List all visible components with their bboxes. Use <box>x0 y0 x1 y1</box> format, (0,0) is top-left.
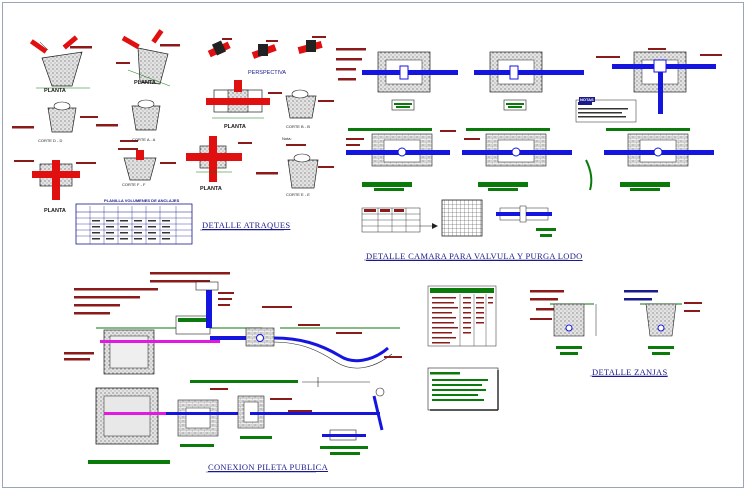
label-planta-3: PLANTA <box>224 124 246 130</box>
camara-planta-3 <box>596 48 722 114</box>
drawing-frame <box>2 2 744 488</box>
atraque-planta-cruz <box>186 136 252 182</box>
label-corte-bb: CORTE B - B <box>286 124 310 129</box>
atraque-planta-2 <box>116 29 180 87</box>
camara-group <box>336 48 722 261</box>
atraque-planta-tee <box>14 160 96 200</box>
camara-notas <box>575 99 637 123</box>
zanjas-group <box>530 290 702 377</box>
label-planta-2: PLANTA <box>134 80 156 86</box>
atraque-planta-1 <box>29 35 92 89</box>
planilla-anclajes-table <box>75 203 193 245</box>
label-notas: NOTAS <box>579 97 595 102</box>
cuadro-materiales <box>427 285 497 347</box>
label-corte-ee: CORTE E - E <box>286 192 310 197</box>
label-nota: Nota: <box>282 136 292 141</box>
label-planta-4: PLANTA <box>44 208 66 214</box>
label-perspectiva: PERSPECTIVA <box>248 70 287 76</box>
label-planilla: PLANILLA VOLUMENES DE ANCLAJES <box>104 198 180 203</box>
title-detalle-atraques: DETALLE ATRAQUES <box>202 220 291 230</box>
label-corte-ff: CORTE F - F <box>122 182 146 187</box>
label-corte-aa: CORTE A - A <box>132 137 156 142</box>
title-conexion-pileta: CONEXION PILETA PUBLICA <box>208 462 329 472</box>
corte-ee <box>256 144 334 189</box>
camara-planta-2 <box>474 51 584 111</box>
atraque-planta-cuadrada <box>206 80 282 119</box>
camara-planta-1 <box>362 51 458 111</box>
leyenda-box <box>427 367 499 411</box>
camara-corte-1 <box>346 128 456 191</box>
title-detalle-zanjas: DETALLE ZANJAS <box>592 367 668 377</box>
atraques-group <box>12 29 334 245</box>
corte-aa <box>96 99 161 142</box>
camara-detalle-inferior <box>361 199 556 237</box>
atraque-perspectivas <box>207 36 326 59</box>
conexion-group <box>64 272 402 473</box>
label-planta-5: PLANTA <box>200 186 222 192</box>
corte-ff <box>118 148 176 181</box>
label-planta-1: PLANTA <box>44 88 66 94</box>
camara-corte-3 <box>585 128 714 191</box>
camara-corte-2 <box>462 128 572 191</box>
title-detalle-camara: DETALLE CAMARA PARA VALVULA Y PURGA LODO <box>366 251 583 261</box>
label-corte-dd: CORTE D - D <box>38 138 63 143</box>
corte-dd <box>12 101 98 133</box>
corte-bb <box>285 89 334 119</box>
